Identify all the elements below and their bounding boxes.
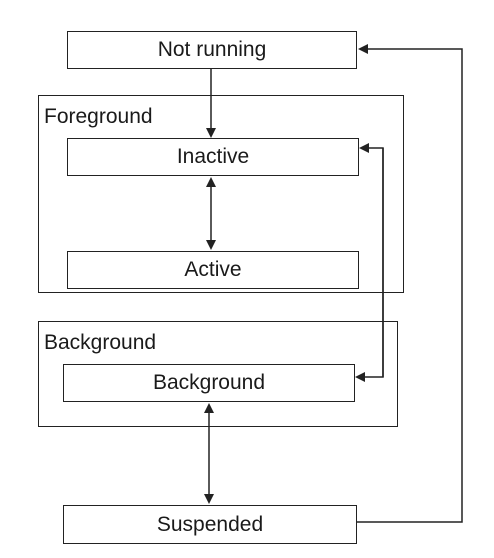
background-group-label: Background — [44, 331, 157, 354]
arrow-background-to-inactive — [359, 143, 384, 377]
arrow-inactive-active-bidirectional — [206, 177, 216, 250]
arrow-inactive-to-background — [355, 148, 384, 382]
foreground-group — [38, 95, 404, 293]
state-background: Background — [63, 364, 355, 402]
state-inactive: Inactive — [67, 138, 359, 176]
state-suspended: Suspended — [63, 505, 357, 544]
arrow-suspended-to-not-running — [357, 44, 463, 523]
arrow-background-suspended-bidirectional — [204, 403, 214, 504]
state-not-running: Not running — [67, 31, 357, 69]
state-active: Active — [67, 251, 359, 289]
background-group — [38, 321, 398, 427]
arrow-not-running-to-inactive — [206, 69, 216, 138]
foreground-group-label: Foreground — [44, 105, 153, 128]
